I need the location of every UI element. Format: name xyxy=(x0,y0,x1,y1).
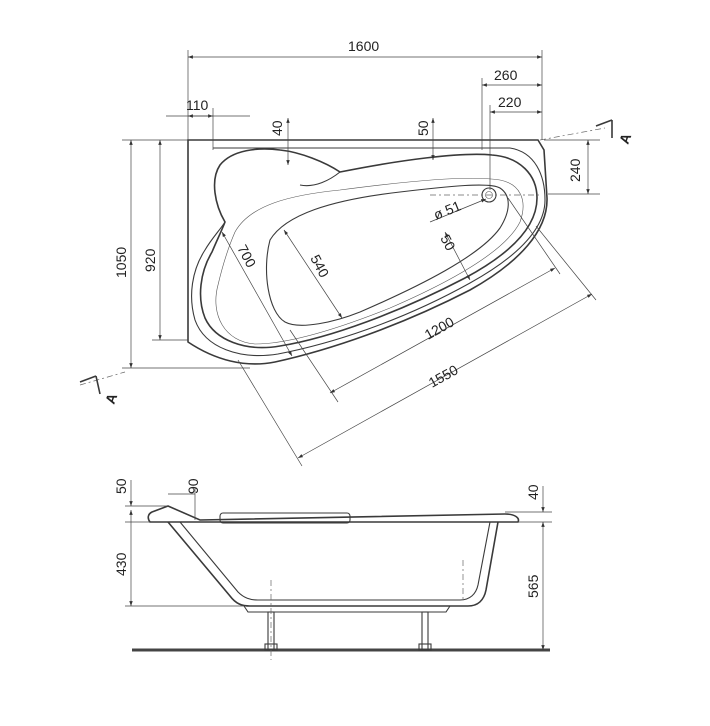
dim-label-220: 220 xyxy=(498,94,522,110)
dim-label-50-side: 50 xyxy=(437,232,459,253)
side-basin-profile xyxy=(167,521,499,607)
section-arrow-bottom xyxy=(79,375,101,395)
side-inner-wall xyxy=(179,521,491,601)
side-view: 50 90 430 40 565 xyxy=(113,478,552,660)
section-line-bottom xyxy=(79,371,126,386)
dim-label-110: 110 xyxy=(186,97,209,113)
headrest-curve xyxy=(299,171,341,187)
drain-inner-circle xyxy=(485,191,493,199)
dim-line-540 xyxy=(283,229,343,319)
top-view: A A 1600 260 220 110 40 50 240 xyxy=(79,38,634,467)
side-base-frame xyxy=(243,605,451,613)
dim-label-90: 90 xyxy=(185,478,201,494)
dim-ext-1550-left xyxy=(237,359,303,467)
dim-label-50-left: 50 xyxy=(113,478,129,494)
leg-right-foot xyxy=(418,643,432,651)
dim-label-700: 700 xyxy=(234,242,259,270)
dim-line-d51 xyxy=(429,198,487,223)
section-line-top xyxy=(539,127,606,141)
dim-ext-1550-right xyxy=(535,225,597,301)
dim-ext-1200-right xyxy=(507,197,561,275)
dim-label-1550: 1550 xyxy=(426,361,461,390)
basin-outline xyxy=(199,148,538,349)
dim-label-1200: 1200 xyxy=(422,313,457,342)
dim-label-540: 540 xyxy=(307,252,332,280)
section-label-top: A xyxy=(616,131,634,146)
basin-bottom-outline xyxy=(265,184,509,326)
dim-label-260: 260 xyxy=(494,67,518,83)
basin-contour xyxy=(215,178,524,345)
dim-label-40-top: 40 xyxy=(269,120,285,136)
dim-label-920: 920 xyxy=(142,248,158,272)
dim-label-240: 240 xyxy=(567,158,583,182)
dim-label-40-right: 40 xyxy=(525,484,541,500)
legs xyxy=(264,611,432,651)
dim-label-1050: 1050 xyxy=(113,247,129,278)
dim-line-700 xyxy=(221,231,293,357)
dim-label-50-top: 50 xyxy=(415,120,431,136)
section-arrow-top xyxy=(595,119,613,138)
dim-line-1550 xyxy=(297,293,593,459)
dim-label-565: 565 xyxy=(525,574,541,598)
side-headrest-pad xyxy=(219,512,351,524)
dim-label-430: 430 xyxy=(113,552,129,576)
section-label-bottom: A xyxy=(102,391,120,406)
dim-label-d51: ø 51 xyxy=(431,197,463,222)
side-rim-top xyxy=(147,505,520,523)
dim-label-1600: 1600 xyxy=(348,38,379,54)
